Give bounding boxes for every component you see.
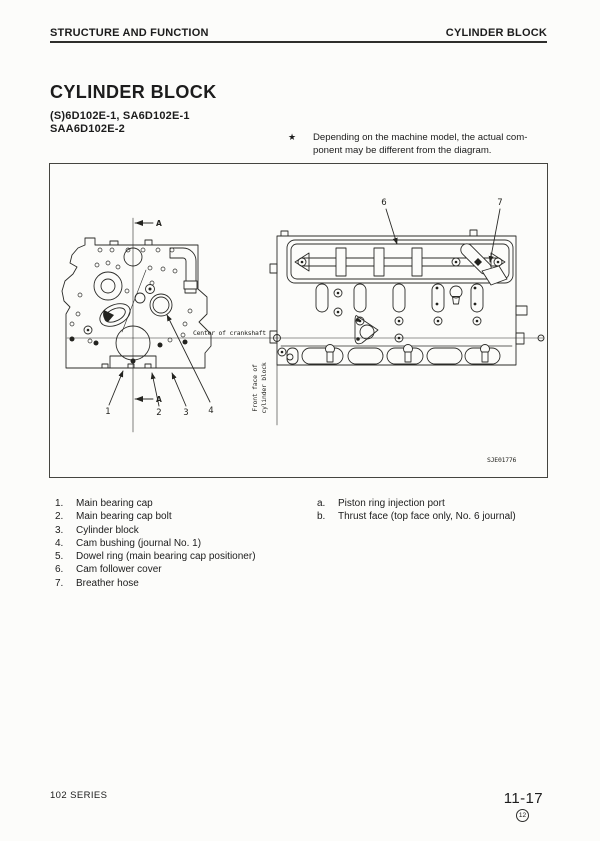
engine-models: (S)6D102E-1, SA6D102E-1 SAA6D102E-2 (50, 110, 190, 136)
callout-7: 7 (497, 198, 502, 208)
leader-3 (171, 372, 187, 407)
star-icon: ★ (288, 132, 297, 142)
part-label: Dowel ring (main bearing cap positioner) (76, 551, 256, 563)
leader-4 (166, 314, 211, 403)
footer-series: 102 SERIES (50, 790, 108, 801)
part-item-5: 5. Dowel ring (main bearing cap positione… (50, 550, 310, 563)
center-of-crankshaft-label: Center of crankshaft (193, 329, 266, 337)
header-section-title: STRUCTURE AND FUNCTION (50, 27, 209, 39)
footer-revision-badge: 12 (516, 809, 529, 822)
diagram-svg: 1 2 3 4 6 7 A A Center of crankshaft Fro… (61, 198, 545, 464)
caution-note-text: Depending on the machine model, the actu… (313, 131, 527, 157)
part-label: Main bearing cap bolt (76, 511, 172, 523)
cam-bushing-bore (149, 293, 173, 317)
part-item-a: a. Piston ring injection port (312, 497, 552, 510)
callout-6: 6 (381, 198, 386, 208)
front-face-label-line2: cylinder block (260, 362, 268, 413)
part-label: Cam follower cover (76, 564, 162, 576)
parts-list-alpha: a. Piston ring injection port b. Thrust fa… (312, 497, 552, 524)
part-num: 4. (55, 537, 64, 549)
part-item-b: b. Thrust face (top face only, No. 6 jour… (312, 510, 552, 523)
header-chapter-title: CYLINDER BLOCK (445, 27, 547, 39)
part-num: 2. (55, 511, 64, 523)
part-num: 7. (55, 577, 64, 589)
cylinder-block-diagram: 1 2 3 4 6 7 A A Center of crankshaft Fro… (49, 163, 548, 478)
part-item-3: 3. Cylinder block (50, 524, 310, 537)
part-label: Breather hose (76, 577, 139, 589)
callout-1: 1 (105, 407, 110, 417)
engine-models-line1: (S)6D102E-1, SA6D102E-1 (50, 110, 190, 122)
engine-models-line2: SAA6D102E-2 (50, 123, 125, 135)
callout-4: 4 (208, 406, 213, 416)
parts-list-numeric: 1. Main bearing cap 2. Main bearing cap bo… (50, 497, 310, 590)
front-face-label-line1: Front face of (251, 364, 259, 412)
caution-note-line2: ponent may be different from the diagram… (313, 145, 492, 156)
part-num: b. (317, 511, 326, 523)
part-num: 1. (55, 498, 64, 509)
section-letter-top: A (156, 219, 162, 228)
part-label: Piston ring injection port (338, 498, 445, 509)
part-num: 5. (55, 551, 64, 563)
figure-code: SJE01776 (487, 456, 517, 464)
part-item-4: 4. Cam bushing (journal No. 1) (50, 537, 310, 550)
part-label: Cam bushing (journal No. 1) (76, 537, 202, 549)
footer-page-number: 11-17 (503, 790, 543, 807)
cam-follower-cover (286, 239, 514, 284)
part-item-7: 7. Breather hose (50, 577, 310, 590)
header-rule (50, 41, 547, 43)
front-view-drawing (61, 217, 212, 433)
part-num: a. (317, 498, 326, 509)
caution-note-line1: Depending on the machine model, the actu… (313, 132, 528, 143)
leader-2 (150, 372, 160, 407)
part-label: Cylinder block (76, 524, 139, 536)
page-title: CYLINDER BLOCK (50, 82, 217, 102)
part-label: Main bearing cap (76, 498, 153, 509)
part-num: 3. (55, 524, 64, 536)
leader-6 (385, 208, 398, 245)
section-letter-bottom: A (156, 395, 162, 404)
side-view-drawing (269, 208, 545, 426)
part-item-2: 2. Main bearing cap bolt (50, 510, 310, 523)
part-item-1: 1. Main bearing cap (50, 497, 310, 510)
part-item-6: 6. Cam follower cover (50, 563, 310, 576)
part-num: 6. (55, 564, 64, 576)
leader-7 (488, 208, 501, 263)
breather-hose (460, 243, 508, 286)
caution-note: ★ Depending on the machine model, the ac… (288, 131, 556, 157)
leader-1 (108, 370, 124, 406)
part-label: Thrust face (top face only, No. 6 journa… (338, 511, 516, 523)
callout-2: 2 (156, 408, 161, 418)
callout-3: 3 (183, 408, 188, 418)
